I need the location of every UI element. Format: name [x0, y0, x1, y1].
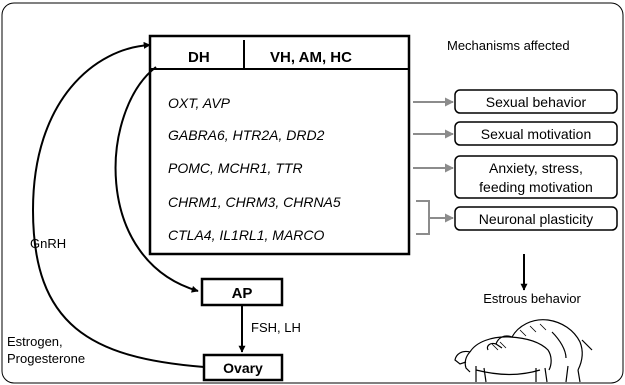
anxiety-label-line2: feeding motivation — [479, 179, 593, 195]
ap-node: AP — [200, 277, 284, 307]
brain-regions-box: DH VH, AM, HC OXT, AVP GABRA6, HTR2A, DR… — [148, 34, 411, 256]
mechanism-sexual-behavior: Sexual behavior — [454, 89, 618, 114]
mechanism-anxiety-stress: Anxiety, stress, feeding motivation — [454, 155, 618, 199]
gnrh-arrow — [114, 66, 199, 293]
estrous-behavior-label: Estrous behavior — [483, 291, 581, 306]
mounting-cattle-icon — [454, 319, 593, 383]
mechanisms-title: Mechanisms affected — [447, 38, 570, 53]
gene-list-item: GABRA6, HTR2A, DRD2 — [168, 127, 325, 143]
mechanism-sexual-motivation: Sexual motivation — [454, 121, 618, 146]
gene-list-item: POMC, MCHR1, TTR — [168, 160, 303, 176]
estrogen-label: Estrogen, — [7, 334, 63, 349]
gnrh-label: GnRH — [30, 236, 66, 251]
gene-list-item: OXT, AVP — [168, 95, 231, 111]
header-vh-am-hc: VH, AM, HC — [270, 49, 352, 66]
ap-label: AP — [232, 285, 253, 302]
neuronal-plasticity-label: Neuronal plasticity — [479, 211, 593, 227]
mechanism-arrows — [413, 97, 454, 235]
fsh-lh-label: FSH, LH — [251, 320, 301, 335]
ovary-label: Ovary — [223, 360, 263, 376]
anxiety-label-line1: Anxiety, stress, — [489, 160, 583, 176]
steroid-feedback-arrow — [31, 41, 205, 368]
progesterone-label: Progesterone — [7, 351, 85, 366]
header-dh: DH — [188, 49, 210, 66]
gene-list-item: CHRM1, CHRM3, CHRNA5 — [168, 194, 341, 210]
mechanism-neuronal-plasticity: Neuronal plasticity — [454, 206, 618, 231]
sexual-motivation-label: Sexual motivation — [481, 126, 592, 142]
sexual-behavior-label: Sexual behavior — [486, 94, 587, 110]
gene-list-item: CTLA4, IL1RL1, MARCO — [168, 227, 324, 243]
ovary-node: Ovary — [202, 353, 284, 382]
